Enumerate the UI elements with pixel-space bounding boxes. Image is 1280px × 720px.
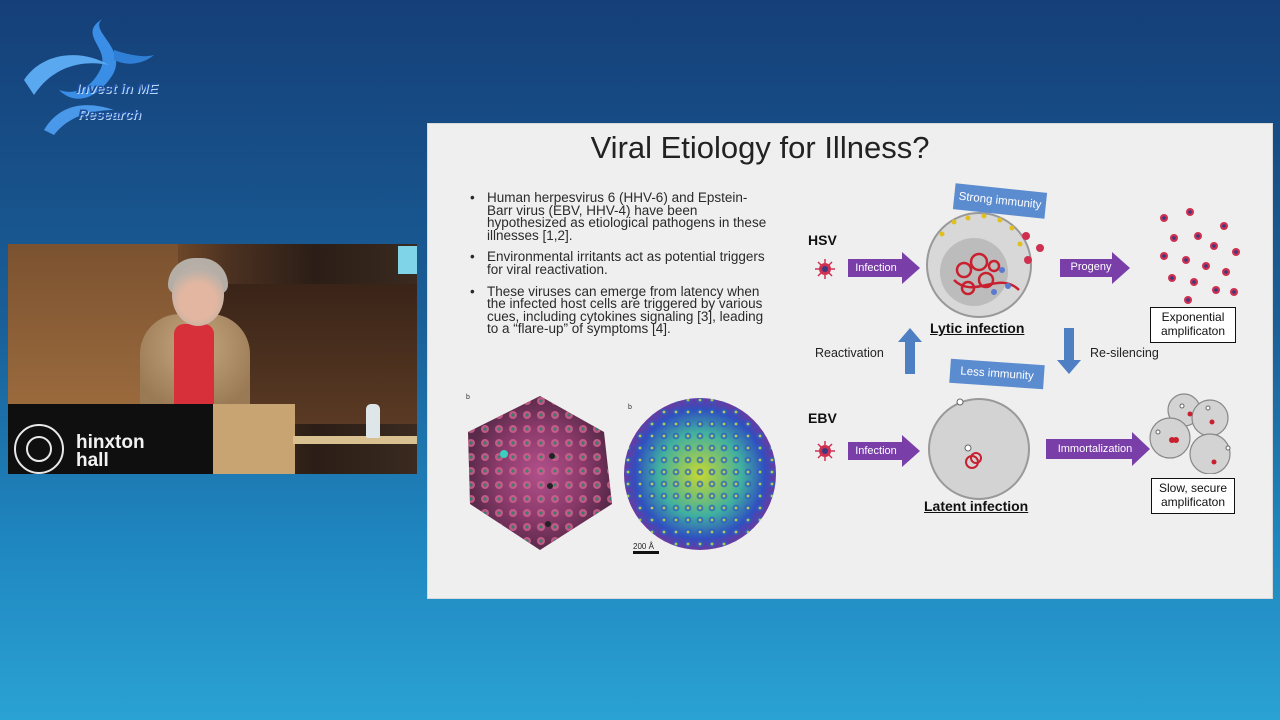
exponential-line1: Exponential	[1161, 310, 1225, 324]
virus-icon	[815, 259, 835, 279]
slide-title: Viral Etiology for Illness?	[590, 130, 930, 165]
slow-amplification-box: Slow, secure amplificaton	[1151, 478, 1235, 514]
bullet-item: Environmental irritants act as potential…	[470, 250, 770, 276]
speaker-head	[172, 264, 224, 326]
exponential-amplification-box: Exponential amplificaton	[1150, 307, 1236, 343]
latent-cell-icon	[928, 398, 1030, 500]
infection-arrow-icon	[848, 252, 920, 284]
venue-line2: hall	[76, 450, 109, 471]
reactivation-up-arrow-icon	[898, 328, 922, 374]
infection-label-ebv: Infection	[855, 445, 897, 457]
virus-capsid-image-right	[624, 398, 776, 550]
ribbon-logo-icon	[24, 18, 154, 135]
latent-infection-title: Latent infection	[924, 498, 1029, 514]
exponential-line2: amplificaton	[1160, 324, 1226, 338]
venue-line1: hinxton	[76, 432, 145, 453]
infection-arrow-icon	[848, 435, 920, 467]
bullet-item: These viruses can emerge from latency wh…	[470, 284, 770, 336]
panel-label-b: b	[628, 404, 632, 411]
lytic-infection-title: Lytic infection	[930, 320, 1025, 336]
cell-cluster-icon	[1149, 393, 1231, 474]
lectern-side	[213, 404, 295, 474]
virus-icon	[815, 441, 835, 461]
viral-lifecycle-diagram: HSV EBV Infection Infection	[798, 180, 1272, 540]
logo-text-line2: Research	[78, 106, 142, 122]
bullet-item: Human herpesvirus 6 (HHV-6) and Epstein-…	[470, 191, 770, 242]
screen-edge	[398, 246, 417, 274]
resilencing-down-arrow-icon	[1057, 328, 1081, 374]
side-table	[293, 436, 417, 444]
released-virus-icon	[1022, 232, 1044, 264]
progeny-label: Progeny	[1070, 261, 1112, 273]
virus-cluster-icon	[1160, 208, 1240, 304]
resilencing-label: Re-silencing	[1090, 346, 1159, 360]
venue-logo-inner-icon	[26, 436, 52, 462]
hsv-label: HSV	[808, 232, 837, 248]
slow-line1: Slow, secure	[1158, 481, 1228, 495]
venue-name: hinxton hall	[76, 432, 145, 471]
wall-panel	[218, 284, 417, 424]
speaker-shirt	[174, 324, 214, 414]
presentation-slide: Viral Etiology for Illness? Human herpes…	[427, 123, 1273, 599]
venue-logo-icon	[14, 424, 64, 474]
less-immunity-badge: Less immunity	[949, 358, 1045, 390]
progeny-arrow-icon	[1060, 252, 1130, 284]
scale-bar	[633, 551, 659, 554]
logo-text-line1: Invest in ME	[76, 80, 158, 96]
panel-label-a: b	[466, 394, 470, 401]
virus-capsid-image-left	[468, 396, 612, 550]
bullet-list: Human herpesvirus 6 (HHV-6) and Epstein-…	[470, 191, 770, 345]
slow-line2: amplificaton	[1160, 495, 1226, 509]
water-bottle	[366, 404, 380, 438]
speaker-video-feed: hinxton hall	[8, 244, 417, 474]
lytic-cell-icon	[926, 212, 1032, 318]
immortalization-label: Immortalization	[1057, 443, 1133, 455]
ebv-label: EBV	[808, 410, 837, 426]
reactivation-label: Reactivation	[815, 346, 884, 360]
scale-bar-label: 200 Å	[633, 542, 654, 551]
infection-label-hsv: Infection	[855, 262, 897, 274]
immortalization-arrow-icon	[1046, 432, 1150, 466]
